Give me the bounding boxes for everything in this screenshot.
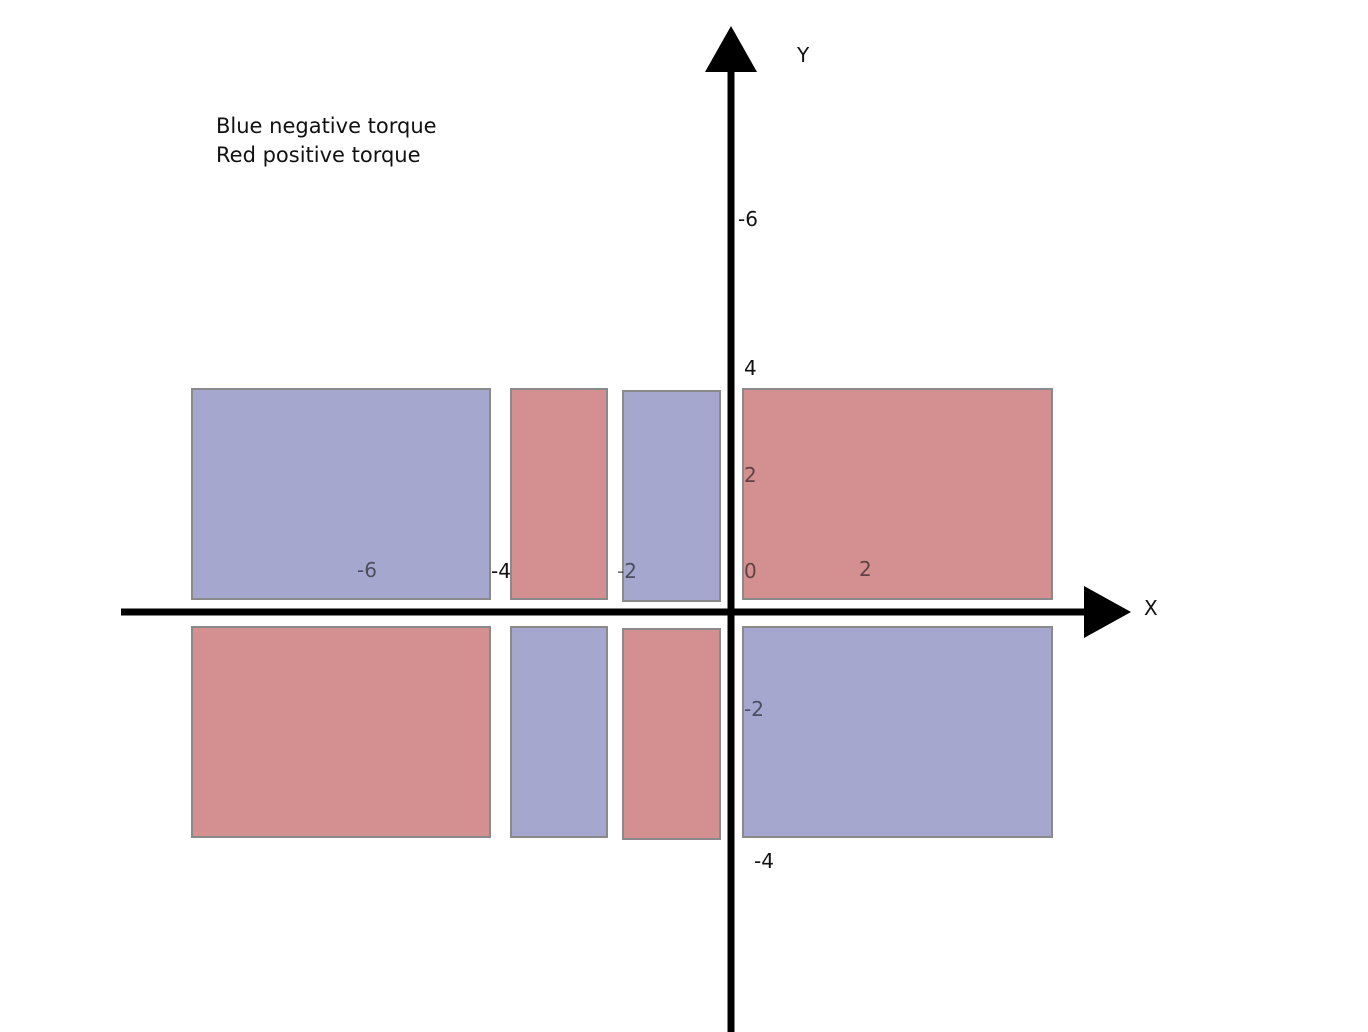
region-upper-far-left xyxy=(191,388,491,600)
tick-label-y-2: 2 xyxy=(744,463,757,487)
tick-label-x-2: 2 xyxy=(859,557,872,581)
region-lower-right xyxy=(742,626,1053,838)
tick-label-x-minus-6: -6 xyxy=(357,558,377,582)
tick-label-x-minus-4: -4 xyxy=(491,559,511,583)
region-upper-mid-left xyxy=(510,388,608,600)
tick-label-y-4: 4 xyxy=(744,356,757,380)
region-lower-far-left xyxy=(191,626,491,838)
legend-red-line: Red positive torque xyxy=(216,143,421,167)
legend-blue-line: Blue negative torque xyxy=(216,114,437,138)
tick-label-y-minus-6: -6 xyxy=(738,207,758,231)
tick-label-origin-0: 0 xyxy=(744,559,757,583)
region-upper-right xyxy=(742,388,1053,600)
tick-label-y-minus-2: -2 xyxy=(744,697,764,721)
y-axis-label: Y xyxy=(796,43,810,67)
region-upper-near-left xyxy=(622,390,721,602)
x-axis-label: X xyxy=(1144,596,1158,620)
x-axis-arrowhead xyxy=(1084,586,1131,638)
region-lower-near-left xyxy=(622,628,721,840)
tick-label-y-minus-4: -4 xyxy=(754,849,774,873)
y-axis-arrowhead xyxy=(705,26,757,72)
tick-label-x-minus-2: -2 xyxy=(617,559,637,583)
region-lower-mid-left xyxy=(510,626,608,838)
